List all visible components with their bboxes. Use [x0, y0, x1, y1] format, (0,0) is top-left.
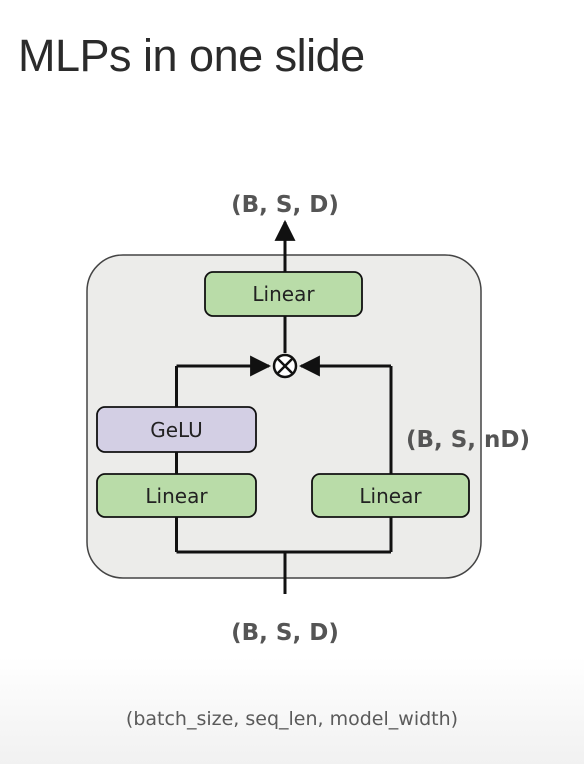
multiply-icon	[272, 353, 298, 379]
gelu-block: GeLU	[96, 406, 257, 453]
right-linear-block: Linear	[311, 473, 470, 518]
connection-lines	[175, 219, 393, 594]
gelu-label: GeLU	[150, 418, 203, 442]
top-linear-label: Linear	[252, 282, 315, 306]
shape-caption: (batch_size, seq_len, model_width)	[125, 708, 459, 730]
output-shape-label: (B, S, D)	[231, 192, 339, 218]
left-linear-label: Linear	[145, 484, 208, 508]
left-linear-block: Linear	[96, 473, 257, 518]
input-shape-label: (B, S, D)	[231, 620, 339, 646]
top-linear-block: Linear	[204, 271, 363, 317]
right-linear-label: Linear	[359, 484, 422, 508]
slide-title: MLPs in one slide	[18, 30, 365, 81]
hidden-shape-label: (B, S, nD)	[406, 427, 530, 453]
